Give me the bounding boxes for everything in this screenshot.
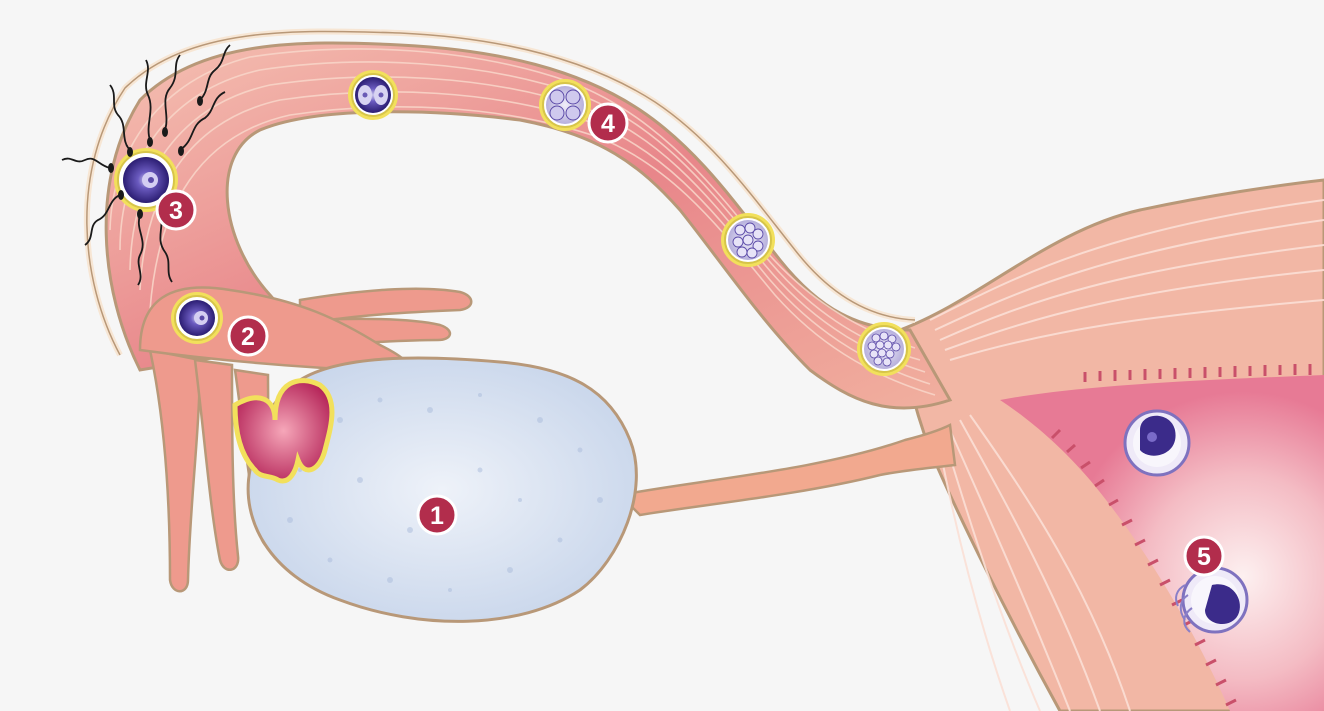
ovarian-ligament [620, 425, 955, 515]
marker-1: 1 [418, 496, 456, 534]
morula [721, 213, 775, 267]
blastocyst [1125, 411, 1189, 475]
late-morula [857, 322, 911, 376]
egg-released [171, 292, 223, 344]
marker-5-label: 5 [1197, 543, 1211, 571]
marker-4: 4 [589, 104, 627, 142]
four-cell-stage [539, 79, 591, 131]
marker-5: 5 [1185, 537, 1223, 575]
two-cell-stage [348, 70, 398, 120]
marker-3: 3 [157, 191, 195, 229]
marker-3-label: 3 [169, 197, 183, 225]
marker-2: 2 [229, 317, 267, 355]
marker-4-label: 4 [601, 110, 615, 138]
marker-2-label: 2 [241, 323, 255, 351]
marker-1-label: 1 [430, 502, 444, 530]
